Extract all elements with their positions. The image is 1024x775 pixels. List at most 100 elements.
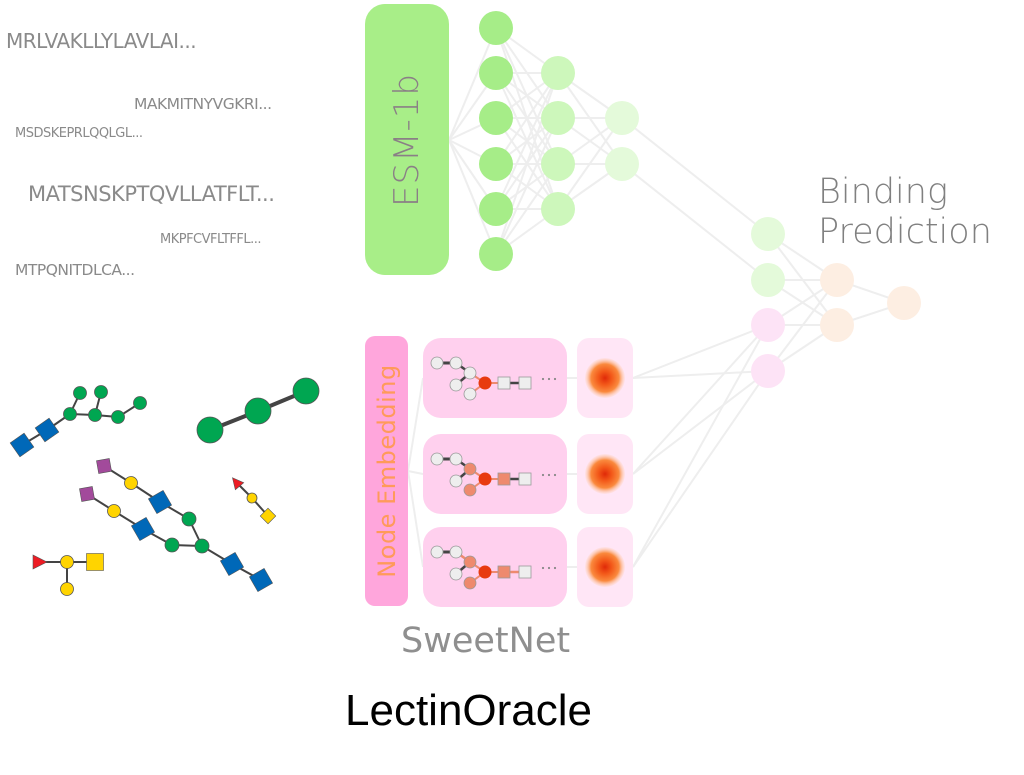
mannose-circle	[111, 410, 125, 424]
sweetnet-label: SweetNet	[401, 621, 571, 661]
galactose-circle	[60, 582, 74, 596]
protein-hidden-node	[541, 192, 575, 226]
binding-prediction-label: Binding Prediction	[818, 172, 992, 252]
graph-node	[430, 545, 444, 559]
sweetnet-graph-icons	[430, 356, 557, 590]
mannose-circle	[94, 385, 108, 399]
glycan-graph-icon	[430, 452, 557, 497]
graph-node	[449, 474, 463, 488]
ellipsis-dot	[541, 566, 545, 570]
glycan-representation-node	[751, 354, 785, 388]
graph-node	[430, 356, 444, 370]
ellipsis-dot	[541, 473, 545, 477]
pooled-embedding-glow	[585, 547, 625, 587]
graph-node	[463, 555, 477, 569]
glycan-structures	[9, 377, 320, 596]
hidden-edge	[557, 117, 623, 210]
node-embedding-block	[365, 336, 408, 606]
fucosylated-trisaccharide	[232, 477, 277, 525]
pool-edge	[632, 370, 769, 568]
protein-hidden-node	[541, 101, 575, 135]
esm-1b-block	[365, 4, 449, 275]
ellipsis-dot	[547, 566, 551, 570]
esm-1b-label: ESM-1b	[387, 73, 427, 207]
hidden-edge	[495, 72, 559, 165]
mannose-circle	[164, 537, 180, 553]
mannose-circle	[63, 407, 77, 421]
glycan-graph-icon	[430, 545, 557, 590]
esm-output-node	[479, 237, 513, 271]
embedding-edge	[407, 470, 424, 475]
protein-sequence: MSDSKEPRLQQLGL...	[15, 126, 143, 141]
esm-output-node	[479, 101, 513, 135]
embedding-edge	[407, 470, 424, 568]
sialic-acid-diamond	[96, 458, 112, 474]
protein-hidden-node	[541, 147, 575, 181]
protein-hidden-node	[541, 56, 575, 90]
binding-label-line2: Prediction	[818, 212, 992, 252]
graph-node	[463, 576, 477, 590]
protein-sequence: MTPQNITDLCA...	[15, 261, 135, 279]
galnac-square	[86, 553, 104, 571]
graph-square-node	[518, 565, 532, 579]
galactose-circle	[107, 504, 121, 518]
graph-center-node	[478, 376, 492, 390]
network-nodes	[479, 11, 921, 388]
glucose-circle	[292, 377, 320, 405]
graph-node	[449, 452, 463, 466]
sweetnet-conv-block-1	[423, 338, 567, 418]
combined-edge	[767, 279, 838, 372]
graph-square-node	[497, 472, 511, 486]
branched-fucosylated-glycan	[32, 553, 104, 596]
mannose-circle	[194, 538, 210, 554]
esm-edge	[448, 139, 497, 255]
protein-sequence: MKPFCVFLTFFL...	[160, 232, 262, 247]
high-mannose-glycan	[9, 385, 147, 458]
fucose-triangle	[232, 477, 245, 491]
glucose-circle	[244, 397, 272, 425]
protein-representation-node	[751, 217, 785, 251]
protein-sequence: MAKMITNYVGKRI...	[134, 95, 272, 113]
graph-node	[430, 452, 444, 466]
graph-node	[463, 366, 477, 380]
graph-square-node	[518, 472, 532, 486]
embedding-edge	[407, 377, 424, 472]
graph-node	[449, 567, 463, 581]
pool-edge	[632, 370, 769, 475]
esm-output-node	[479, 192, 513, 226]
glcnac-square	[34, 417, 60, 443]
pooled-embedding-glow	[585, 454, 625, 494]
ellipsis-dot	[547, 473, 551, 477]
hidden-edge	[495, 117, 559, 255]
graph-square-node	[518, 376, 532, 390]
pool-edge	[632, 324, 769, 568]
glcnac-square	[248, 567, 274, 593]
graph-center-node	[478, 472, 492, 486]
ellipsis-dot	[553, 377, 557, 381]
protein-hidden-node	[605, 147, 639, 181]
glcnac-square	[130, 516, 156, 542]
pooled-embeddings	[585, 358, 625, 587]
mannose-circle	[181, 511, 197, 527]
galactose-circle	[124, 476, 138, 490]
hidden-edge	[495, 163, 559, 255]
graph-node	[449, 356, 463, 370]
esm-edge	[448, 27, 497, 141]
node-embedding-label: Node Embedding	[373, 364, 401, 578]
graph-square-node	[497, 565, 511, 579]
glycan-graph-icon	[430, 356, 557, 401]
sweetnet-conv-block-2	[423, 434, 567, 514]
glcnac-square	[9, 432, 35, 458]
graph-node	[449, 378, 463, 392]
pool-edge	[632, 324, 769, 475]
concat-edge	[621, 163, 769, 281]
ellipsis-dot	[541, 377, 545, 381]
protein-sequence: MRLVAKLLYLAVLAI...	[6, 29, 197, 53]
graph-node	[449, 545, 463, 559]
diagram-title: LectinOracle	[345, 686, 593, 735]
mannose-circle	[133, 396, 147, 410]
protein-sequence: MATSNSKPTQVLLATFLT...	[28, 182, 275, 206]
ellipsis-dot	[553, 566, 557, 570]
combined-hidden-node	[820, 308, 854, 342]
